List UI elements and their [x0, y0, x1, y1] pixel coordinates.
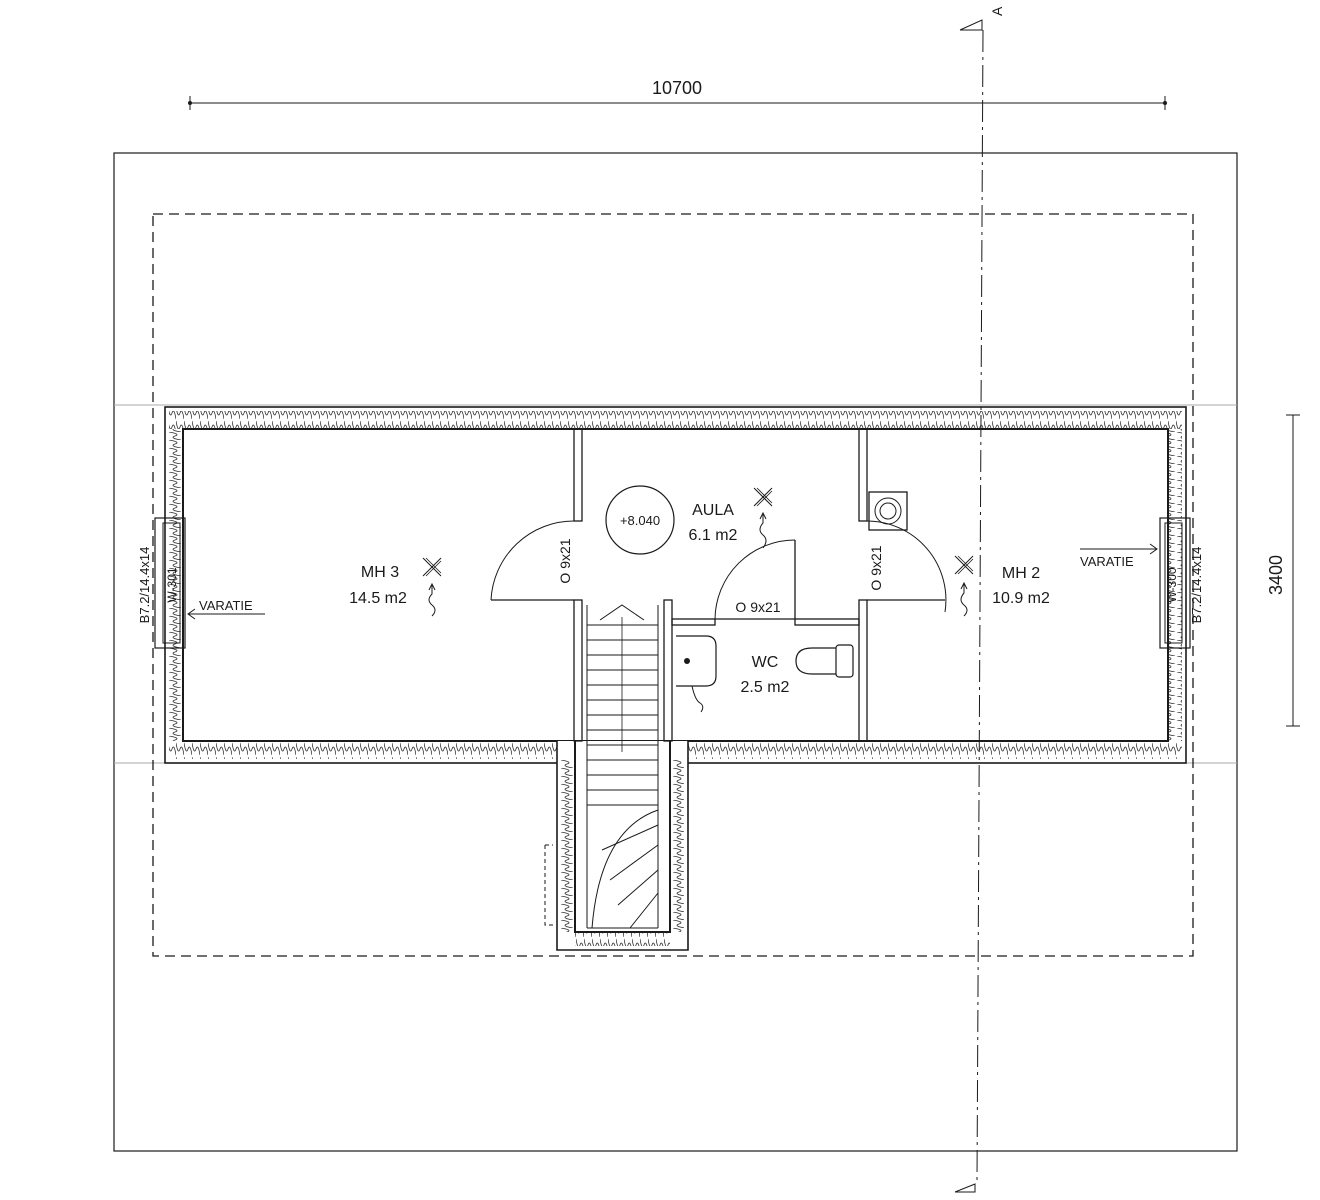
roof-outline [113, 152, 1238, 1152]
chimney [868, 491, 908, 531]
door-wc [714, 539, 796, 620]
room-aula-name: AULA [692, 502, 734, 519]
room-wc-area: 2.5 m2 [741, 679, 790, 696]
window-left-code: W-301 [165, 567, 179, 602]
light-fixture-mh3 [422, 557, 442, 617]
room-mh3-name: MH 3 [361, 564, 399, 581]
toilet [795, 644, 854, 678]
door-wc-label: O 9x21 [735, 599, 780, 615]
window-left: B7.2/14.4x14 W-301 VARATIE [137, 517, 265, 649]
level-marker-label: +8.040 [620, 513, 660, 528]
overhang-dashed-outline [152, 213, 1194, 957]
door-mh3 [490, 520, 575, 601]
room-aula-area: 6.1 m2 [689, 527, 738, 544]
window-right: W-300 B7.2/14.4x14 VARATIE [1080, 517, 1204, 649]
level-marker: +8.040 [605, 485, 675, 555]
window-right-note: VARATIE [1080, 554, 1134, 569]
interior-walls [573, 428, 868, 742]
section-marker-bottom [954, 1183, 976, 1193]
exterior-walls [164, 406, 1187, 764]
depth-dimension: 3400 [1266, 414, 1300, 727]
light-fixture-mh2 [954, 555, 974, 617]
section-marker-top: A [959, 6, 1005, 31]
room-mh2-name: MH 2 [1002, 565, 1040, 582]
window-left-note: VARATIE [199, 598, 253, 613]
depth-dimension-label: 3400 [1266, 555, 1286, 595]
section-line [976, 29, 984, 1181]
door-mh2-label: O 9x21 [868, 545, 884, 590]
light-fixture-aula [753, 487, 773, 549]
door-mh3-label: O 9x21 [557, 538, 573, 583]
room-mh2-area: 10.9 m2 [992, 590, 1050, 607]
width-dimension: 10700 [188, 78, 1167, 110]
stair-shaft [556, 741, 689, 951]
window-right-code: W-300 [1165, 567, 1179, 602]
wash-basin [676, 635, 717, 713]
width-dimension-label: 10700 [652, 78, 702, 98]
section-label-top: A [989, 6, 1005, 16]
staircase [544, 604, 659, 929]
window-left-type: B7.2/14.4x14 [137, 547, 152, 624]
window-right-type: B7.2/14.4x14 [1189, 547, 1204, 624]
room-wc-name: WC [752, 654, 779, 671]
room-mh3-area: 14.5 m2 [349, 590, 407, 607]
